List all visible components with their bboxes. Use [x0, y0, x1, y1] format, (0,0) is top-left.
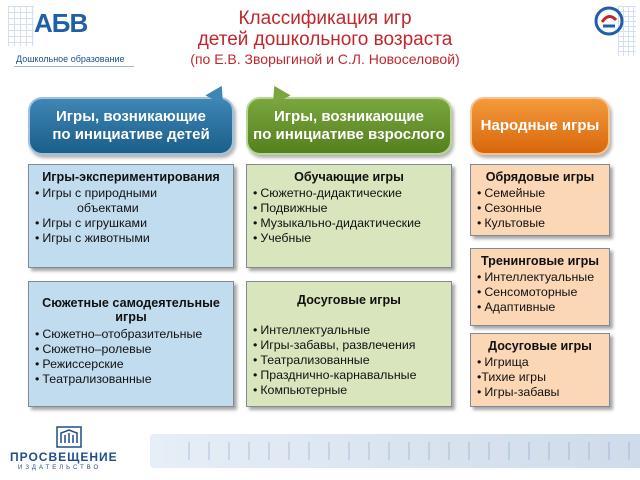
list-item: •Игрища [477, 355, 529, 369]
box-plot-games: Сюжетные самодеятельные игры •Сюжетно–от… [28, 281, 234, 407]
box-training-games: Тренинговые игры •Интеллектуальные •Сенс… [470, 248, 610, 326]
list-item: •Тихие игры [477, 370, 546, 384]
list-item: •Семейные [477, 186, 546, 200]
publisher-name: ПРОСВЕЩЕНИЕ [10, 450, 118, 464]
list-item: •Театрализованные [35, 372, 152, 386]
list-item: •Игры с животными [35, 231, 150, 245]
box-list: •Интеллектуальные •Игры-забавы, развлече… [253, 323, 445, 398]
header-children-initiative: Игры, возникающие по инициативе детей [28, 81, 234, 155]
list-item: •Игры-забавы [477, 385, 560, 399]
publisher-subtitle: ИЗДАТЕЛЬСТВО [18, 465, 102, 471]
box-leisure-games-folk: Досуговые игры •Игрища •Тихие игры •Игры… [470, 333, 610, 407]
box-title: Сюжетные самодеятельные игры [42, 296, 220, 324]
list-item: •Интеллектуальные [477, 270, 595, 284]
box-title: Игры-экспериментирования [42, 170, 220, 184]
box-title: Обучающие игры [294, 170, 404, 184]
list-item: •Празднично-карнавальные [253, 368, 417, 382]
header-children-line-2: по инициативе детей [52, 126, 210, 143]
list-item: •Учебные [253, 231, 312, 245]
box-list: •Игры с природными объектами •Игры с игр… [35, 186, 227, 246]
title-line-1: Классификация игр [238, 8, 412, 29]
prosveshchenie-logo-icon [56, 426, 82, 448]
box-list: •Интеллектуальные •Сенсомоторные •Адапти… [477, 270, 603, 315]
logo-subtitle: Дошкольное образование [16, 54, 125, 64]
title-line-3: (по Е.В. Зворыгиной и С.Л. Новоселовой) [190, 51, 460, 67]
list-item: объектами [77, 201, 139, 215]
publisher-emblem-icon [594, 6, 624, 36]
list-item: •Компьютерные [253, 383, 348, 397]
list-item: •Подвижные [253, 201, 328, 215]
footer: ПРОСВЕЩЕНИЕ ИЗДАТЕЛЬСТВО [0, 424, 640, 480]
abv-logo-mark: АБВ [34, 8, 88, 38]
box-ritual-games: Обрядовые игры •Семейные •Сезонные •Куль… [470, 164, 610, 236]
box-title: Досуговые игры [488, 339, 592, 353]
box-list: •Семейные •Сезонные •Культовые [477, 186, 603, 231]
list-item: •Сенсомоторные [477, 285, 578, 299]
logo-divider [14, 66, 134, 67]
box-list: •Сюжетно-дидактические •Подвижные •Музык… [253, 186, 445, 246]
page-title: Классификация игр детей дошкольного возр… [150, 8, 500, 68]
header-children-line-1: Игры, возникающие [56, 108, 206, 125]
list-item: •Игры-забавы, развлечения [253, 338, 416, 352]
box-leisure-games-adult: Досуговые игры •Интеллектуальные •Игры-з… [246, 281, 452, 407]
list-item: •Сюжетно–ролевые [35, 342, 152, 356]
list-item: •Культовые [477, 216, 546, 230]
box-list: •Сюжетно–отобразительные •Сюжетно–ролевы… [35, 327, 227, 387]
list-item: •Сезонные [477, 201, 542, 215]
list-item: •Сюжетно–отобразительные [35, 327, 203, 341]
list-item: •Театрализованные [253, 353, 370, 367]
header-adult-initiative: Игры, возникающие по инициативе взрослог… [246, 81, 452, 155]
list-item: •Сюжетно-дидактические [253, 186, 402, 200]
header-folk-games: Народные игры [470, 97, 610, 155]
box-educational-games: Обучающие игры •Сюжетно-дидактические •П… [246, 164, 452, 268]
footer-band [150, 434, 640, 468]
header-adult-line-2: по инициативе взрослого [253, 126, 445, 143]
callout-tail [265, 81, 291, 105]
list-item: •Музыкально-дидактические [253, 216, 421, 230]
list-item: •Режиссерские [35, 357, 124, 371]
list-item: •Игры с природными [35, 186, 158, 200]
callout-tail [205, 81, 231, 105]
list-item: •Игры с игрушками [35, 216, 147, 230]
box-experimentation-games: Игры-экспериментирования •Игры с природн… [28, 164, 234, 268]
header-adult-line-1: Игры, возникающие [274, 108, 424, 125]
box-title: Тренинговые игры [480, 254, 600, 268]
list-item: •Адаптивные [477, 300, 556, 314]
box-list: •Игрища •Тихие игры •Игры-забавы [477, 355, 603, 400]
title-line-2: детей дошкольного возраста [197, 29, 453, 50]
abv-logo: АБВ [34, 8, 88, 42]
box-title: Обрядовые игры [485, 170, 595, 184]
footer-stripes [170, 442, 640, 460]
logo-grid-decoration [8, 6, 34, 46]
header-folk-label: Народные игры [480, 117, 600, 134]
list-item: •Интеллектуальные [253, 323, 371, 337]
box-title: Досуговые игры [297, 293, 401, 307]
